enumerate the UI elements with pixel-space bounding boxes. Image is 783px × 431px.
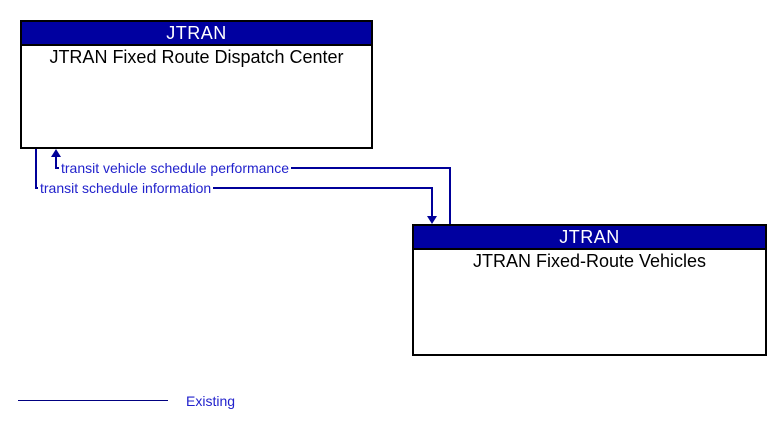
flow-line-performance-left-vertical xyxy=(55,156,57,169)
entity-title: JTRAN Fixed-Route Vehicles xyxy=(472,251,707,271)
entity-box-fixed-route-vehicles[interactable]: JTRAN JTRAN Fixed-Route Vehicles xyxy=(412,224,767,356)
flow-label-schedule-info[interactable]: transit schedule information xyxy=(38,180,214,196)
flow-line-schedule-info-horizontal xyxy=(35,187,433,189)
entity-group-header: JTRAN xyxy=(414,226,765,250)
flow-line-schedule-info-left-vertical xyxy=(35,149,37,189)
flow-line-schedule-info-right-vertical xyxy=(431,187,433,217)
entity-box-dispatch-center[interactable]: JTRAN JTRAN Fixed Route Dispatch Center xyxy=(20,20,373,149)
legend-existing-label: Existing xyxy=(186,393,236,409)
entity-group-header: JTRAN xyxy=(22,22,371,46)
arrow-down-icon xyxy=(427,216,437,224)
legend-existing-line xyxy=(18,400,168,401)
arrow-up-icon xyxy=(51,149,61,157)
flow-label-performance[interactable]: transit vehicle schedule performance xyxy=(59,160,292,176)
flow-line-performance-right-vertical xyxy=(449,167,451,224)
entity-title: JTRAN Fixed Route Dispatch Center xyxy=(49,47,344,67)
